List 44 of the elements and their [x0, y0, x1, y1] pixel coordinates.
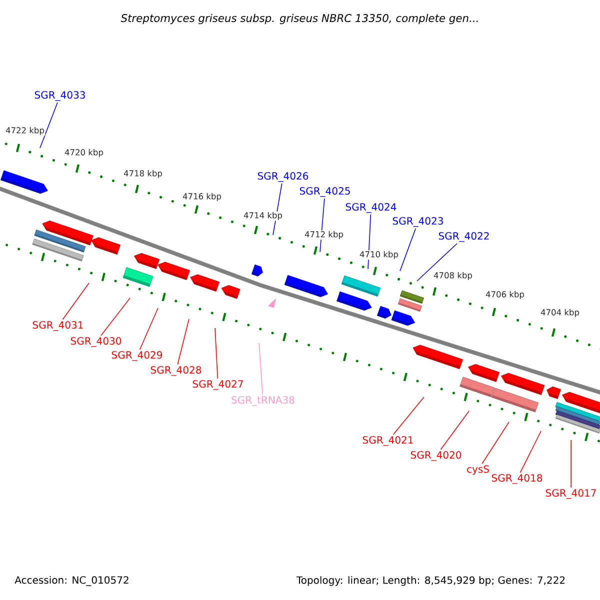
gene-label: SGR_4021 [362, 436, 413, 446]
gene-label: SGR_4018 [492, 474, 542, 484]
gene-label: cysS [467, 465, 489, 475]
gene-label: SGR_4020 [410, 451, 462, 461]
gene-label: SGR_tRNA38 [232, 396, 294, 406]
gene-label: SGR_4022 [438, 232, 489, 242]
leader-line [392, 396, 424, 435]
leader-line [177, 318, 190, 365]
tick-label: 4714 kbp [242, 211, 284, 221]
tick-label: 4718 kbp [122, 169, 164, 179]
gene-label: SGR_4029 [112, 351, 162, 361]
tick-label: 4720 kbp [64, 148, 104, 158]
leader-line [400, 228, 416, 272]
leader-line [440, 410, 470, 450]
leader-line [520, 430, 542, 473]
tick-label: 4716 kbp [182, 192, 222, 202]
leader-line [139, 308, 158, 350]
footer-text: Accession: NC_010572 [14, 575, 130, 587]
leader-line [570, 440, 572, 488]
gene-label: SGR_4024 [346, 203, 396, 213]
leader-line [40, 102, 58, 148]
leader-line [62, 282, 90, 320]
gene-label: SGR_4033 [34, 91, 85, 101]
leader-line [258, 342, 263, 395]
footer-text: Topology: linear; Length: 8,545,929 bp; Genes: 7,222 [296, 576, 566, 587]
tick-label: 4704 kbp [540, 308, 580, 318]
gene-label: SGR_4031 [32, 321, 83, 331]
leader-line [214, 328, 218, 379]
tick-label: 4722 kbp [4, 126, 46, 136]
leader-line [416, 243, 458, 282]
title: Streptomyces griseus subsp. griseus NBRC 13350, complete gen... [120, 14, 478, 24]
tick-label: 4710 kbp [358, 250, 400, 260]
gene-label: SGR_4025 [300, 187, 350, 197]
leader-line [100, 298, 130, 336]
gene-label: SGR_4023 [392, 217, 443, 227]
gene-label: SGR_4026 [258, 172, 308, 182]
gene-label: SGR_4030 [70, 337, 122, 347]
gene-label: SGR_4017 [546, 489, 596, 499]
tick-label: 4712 kbp [304, 230, 344, 240]
gene-label: SGR_4028 [150, 366, 202, 376]
tick-label: 4708 kbp [432, 271, 474, 281]
leader-line [482, 422, 510, 464]
gene-label: SGR_4027 [192, 380, 243, 390]
tick-label: 4706 kbp [484, 290, 526, 300]
